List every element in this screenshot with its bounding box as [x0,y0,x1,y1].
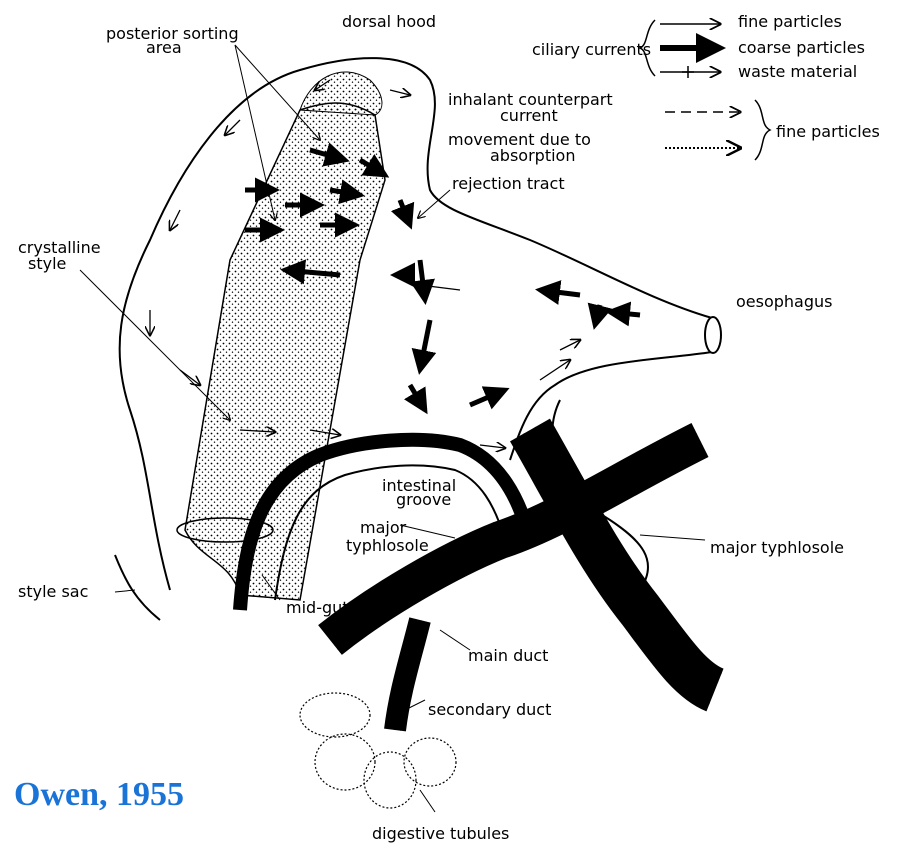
oesophagus-opening [705,317,721,353]
label-major-typhlosole-right: major typhlosole [710,540,844,556]
label-digestive-tubules: digestive tubules [372,826,509,842]
legend-fine-particles-group: fine particles [776,124,880,140]
label-dorsal-hood: dorsal hood [342,14,436,30]
legend-absorption: absorption [490,148,575,164]
legend-coarse-particles: coarse particles [738,40,865,56]
legend-fine-particles: fine particles [738,14,842,30]
style-tip [300,72,382,115]
label-major-left: major [360,520,406,536]
label-rejection-tract: rejection tract [452,176,565,192]
label-oesophagus: oesophagus [736,294,833,310]
legend-ciliary-currents: ciliary currents [532,42,651,58]
label-area: area [146,40,182,56]
label-groove: groove [396,492,451,508]
style-sac-wall [115,555,160,620]
legend-waste-material: waste material [738,64,857,80]
label-mid-gut: mid-gut [286,600,349,616]
label-main-duct: main duct [468,648,548,664]
label-typhlosole-left: typhlosole [346,538,429,554]
label-style-sac: style sac [18,584,88,600]
crystalline-style [185,103,385,600]
citation: Owen, 1955 [14,776,184,814]
label-secondary-duct: secondary duct [428,702,551,718]
label-style: style [28,256,66,272]
legend-current: current [500,108,558,124]
